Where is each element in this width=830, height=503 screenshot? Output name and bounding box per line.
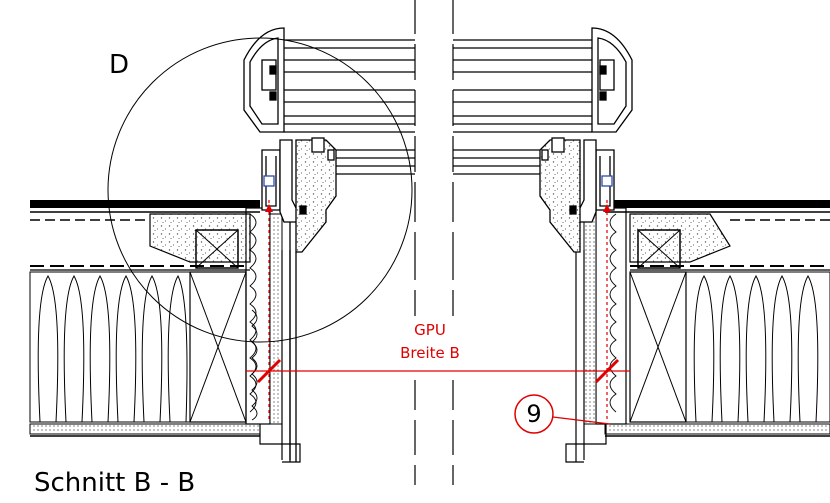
section-title: Schnitt B - B [34, 468, 196, 498]
dimension-label-line1: GPU [414, 321, 446, 339]
callout-number: 9 [526, 400, 542, 428]
callout-leader [552, 416, 611, 425]
left-roof-assembly [29, 200, 301, 463]
dimension-line [246, 358, 630, 384]
callout-circle [514, 394, 554, 434]
detail-circle [107, 37, 413, 343]
break-lines [414, 0, 454, 485]
right-skylight-frame [453, 27, 633, 253]
detail-label: D [109, 50, 130, 80]
right-roof-assembly [565, 200, 830, 463]
left-axis-arrow [265, 204, 273, 212]
dimension-label-line2: Breite B [400, 344, 460, 362]
left-skylight-frame [243, 27, 415, 462]
right-axis-arrow [603, 204, 611, 212]
